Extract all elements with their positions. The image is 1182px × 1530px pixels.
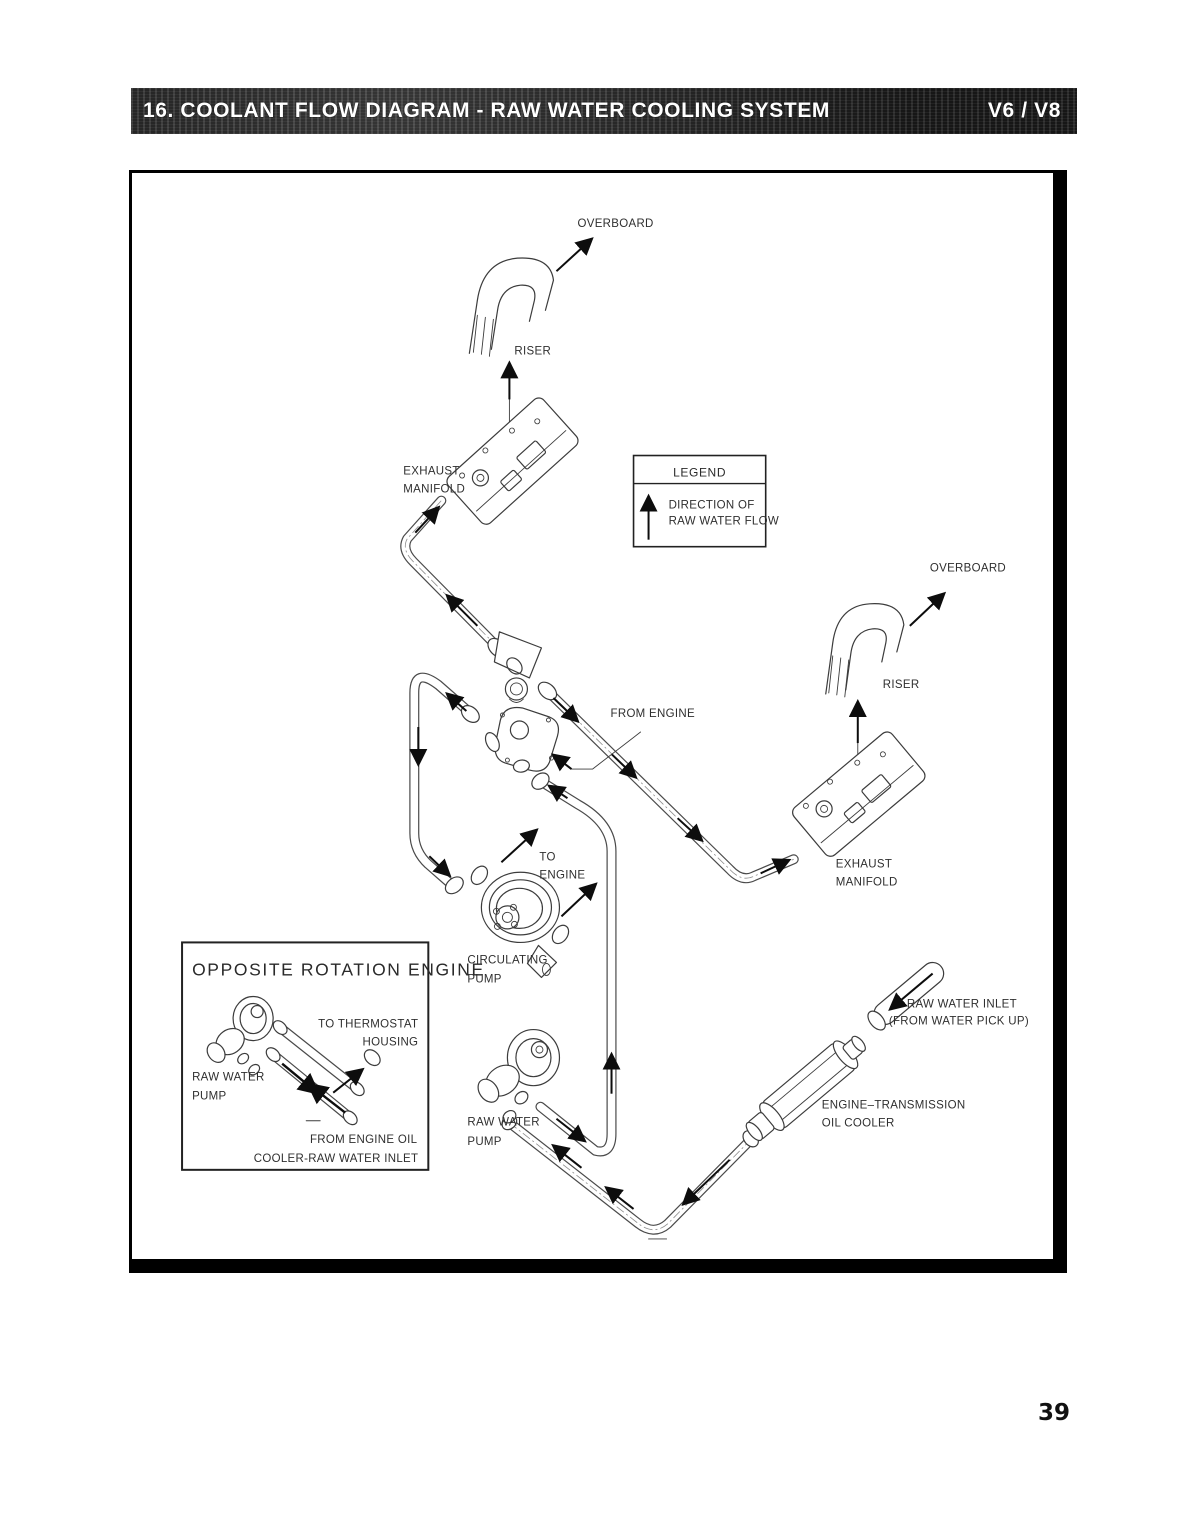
exhaust-manifold-left xyxy=(446,397,579,525)
hose-end-fitting xyxy=(444,876,464,895)
inset-to-thermostat-label-line1: TO THERMOSTAT xyxy=(318,1019,418,1031)
distribution-fitting xyxy=(493,631,543,679)
inset-from-engine-oil-label-line1: FROM ENGINE OIL xyxy=(310,1134,418,1146)
engine-model-badge: V6 / V8 xyxy=(987,99,1061,122)
raw-water-inlet-pipe xyxy=(867,961,945,1031)
from-engine-label: FROM ENGINE xyxy=(611,708,695,720)
raw-water-inlet-label-line2: (FROM WATER PICK UP) xyxy=(889,1016,1029,1028)
hose-end-fitting xyxy=(531,772,550,790)
circulating-pump xyxy=(470,865,570,979)
inset-raw-water-pump-label-line1: RAW WATER xyxy=(192,1072,265,1084)
from-engine-leader-line xyxy=(571,731,642,770)
riser-elbow-right xyxy=(825,603,905,698)
thermostat-housing xyxy=(484,706,560,773)
raw-water-pump xyxy=(477,1028,561,1124)
raw-water-pump-label-line2: PUMP xyxy=(467,1136,501,1148)
hose-thermostat-to-left-manifold xyxy=(400,495,503,652)
legend-direction-label-line1: DIRECTION OF xyxy=(669,500,755,512)
inset-raw-water-pump xyxy=(206,995,274,1076)
hose-from-engine-diagonal xyxy=(542,685,799,884)
riser-label-left: RISER xyxy=(514,345,551,357)
engine-transmission-oil-cooler xyxy=(745,1035,866,1142)
coolant-flow-diagram: LEGEND DIRECTION OF RAW WATER FLOW OPPOS… xyxy=(181,218,1029,1240)
from-engine-leader-arrow xyxy=(551,753,573,772)
raw-water-inlet-label-line1: RAW WATER INLET xyxy=(907,999,1017,1011)
inset-thermostat-arrow xyxy=(332,1067,365,1094)
hose-end-fitting xyxy=(537,681,558,701)
circulating-pump-label-line1: CIRCULATING xyxy=(467,954,547,966)
page-number: 39 xyxy=(1038,1400,1071,1426)
oil-cooler-label-line2: OIL COOLER xyxy=(822,1118,895,1130)
exhaust-manifold-label-right-line1: EXHAUST xyxy=(836,858,892,870)
hose-pump-to-oil-cooler-v xyxy=(504,1117,757,1235)
inlet-flow-arrow xyxy=(888,972,934,1011)
section-header-bar: 16. COOLANT FLOW DIAGRAM - RAW WATER COO… xyxy=(131,88,1077,134)
opposite-rotation-inset: OPPOSITE ROTATION ENGINE TO THERMOSTAT xyxy=(181,941,485,1171)
legend-direction-label-line2: RAW WATER FLOW xyxy=(669,516,779,528)
exhaust-manifold-label-left-line1: EXHAUST xyxy=(403,466,459,478)
inset-hoses xyxy=(265,1020,381,1126)
inset-flow-arrow-in xyxy=(306,1082,346,1114)
flow-arrows xyxy=(409,505,792,1210)
oil-cooler-label-line1: ENGINE–TRANSMISSION xyxy=(822,1100,966,1112)
overboard-label-left: OVERBOARD xyxy=(577,218,653,230)
hose-vertical-riser xyxy=(535,776,617,1157)
overboard-flow-arrow-left xyxy=(555,237,594,272)
legend-title: LEGEND xyxy=(673,466,726,480)
exhaust-manifold-label-right-line2: MANIFOLD xyxy=(836,876,898,888)
to-engine-label-line2: ENGINE xyxy=(539,869,585,881)
inset-from-engine-oil-label-line2: COOLER-RAW WATER INLET xyxy=(254,1153,419,1165)
inset-raw-water-pump-label-line2: PUMP xyxy=(192,1091,226,1103)
exhaust-manifold-label-left-line2: MANIFOLD xyxy=(403,484,465,496)
section-title: 16. COOLANT FLOW DIAGRAM - RAW WATER COO… xyxy=(143,99,831,122)
thermostat-gasket-fitting xyxy=(504,677,529,703)
raw-water-pump-label-line1: RAW WATER xyxy=(467,1117,540,1129)
coolant-flow-figure: LEGEND DIRECTION OF RAW WATER FLOW OPPOS… xyxy=(129,170,1067,1273)
overboard-flow-arrow-right xyxy=(909,591,947,627)
to-engine-label-line1: TO xyxy=(539,851,555,863)
inset-title: OPPOSITE ROTATION ENGINE xyxy=(192,959,485,979)
overboard-label-right: OVERBOARD xyxy=(930,563,1006,575)
riser-elbow-left xyxy=(468,257,555,357)
circulating-pump-label-line2: PUMP xyxy=(467,973,501,985)
riser-label-right: RISER xyxy=(883,679,920,691)
inset-to-thermostat-label-line2: HOUSING xyxy=(363,1037,419,1049)
exhaust-manifold-right xyxy=(792,731,926,857)
legend-box: LEGEND DIRECTION OF RAW WATER FLOW xyxy=(632,454,779,548)
